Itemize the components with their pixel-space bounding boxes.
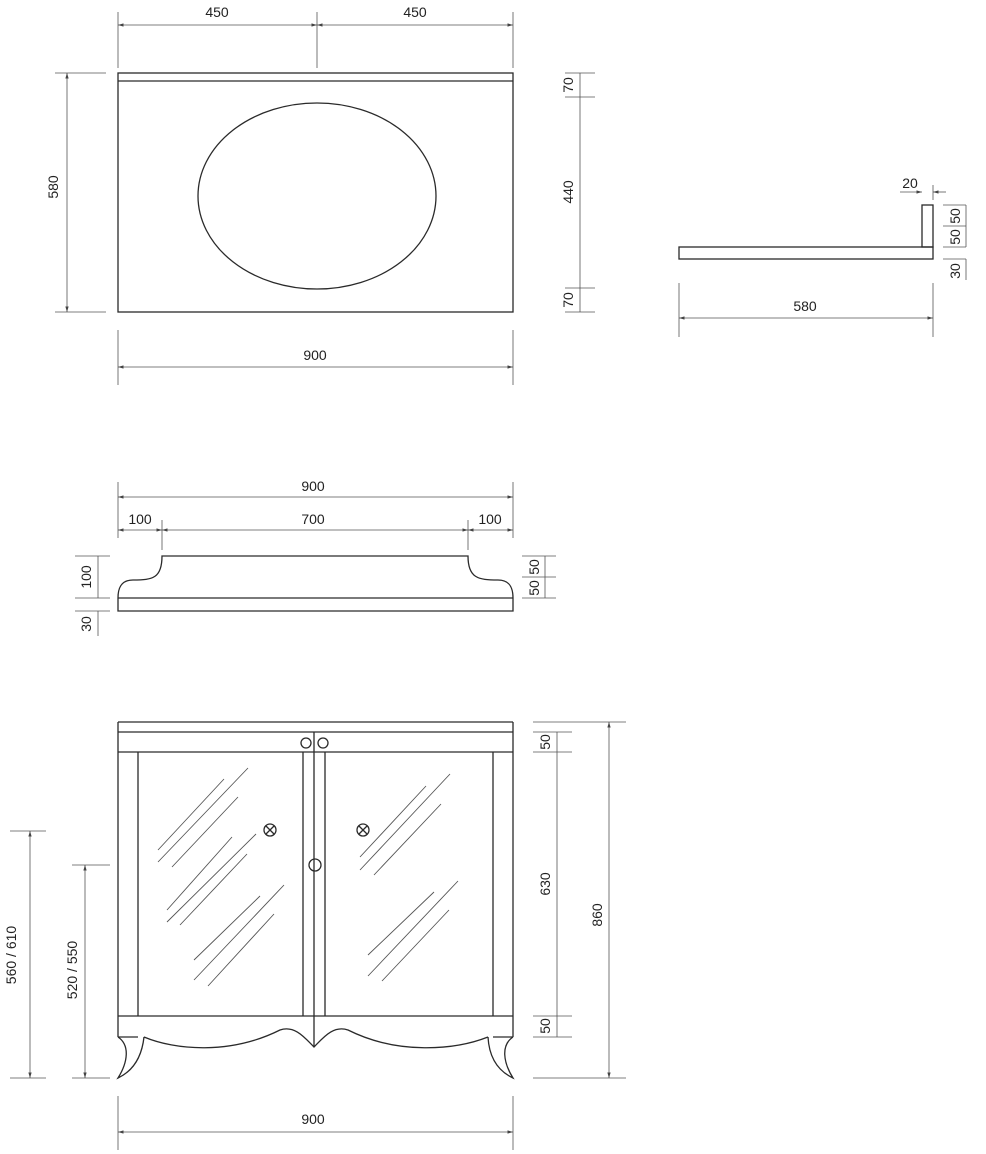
- dim-label: 30: [947, 263, 963, 279]
- dim-label: 70: [560, 77, 576, 93]
- door-knob: [308, 858, 322, 872]
- dimension-total-width: 900: [117, 330, 514, 385]
- dim-label: 20: [902, 175, 918, 191]
- dim-label: 50: [947, 208, 963, 224]
- drawer-knob: [300, 737, 312, 749]
- dim-label: 900: [301, 478, 325, 494]
- dim-label: 580: [793, 298, 817, 314]
- dim-label: 630: [537, 872, 553, 896]
- dim-label: 440: [560, 180, 576, 204]
- dim-label: 50: [537, 734, 553, 750]
- dim-label: 50: [537, 1018, 553, 1034]
- dim-label: 100: [478, 511, 502, 527]
- dim-label: 900: [301, 1111, 325, 1127]
- dim-label: 860: [589, 903, 605, 927]
- hinge-mark-icon: [356, 823, 370, 837]
- cabinet-apron: [143, 1028, 489, 1049]
- dim-label: 50: [947, 229, 963, 245]
- hinge-mark-icon: [263, 823, 277, 837]
- cabinet-leg-left: [116, 1036, 145, 1080]
- glass-reflection-hatch: [157, 767, 459, 987]
- dim-label: 100: [128, 511, 152, 527]
- dim-label: 30: [78, 616, 94, 632]
- dim-label: 450: [205, 4, 229, 20]
- dimension-vertical-segments: 70 440 70: [560, 72, 595, 313]
- dim-label: 450: [403, 4, 427, 20]
- dim-label: 900: [303, 347, 327, 363]
- dim-label: 580: [45, 175, 61, 199]
- countertop-side-view: 20 50 50 30 580: [678, 175, 967, 337]
- dim-label: 50: [526, 559, 542, 575]
- dim-label: 560 / 610: [3, 926, 19, 985]
- dimension-depth: 580: [45, 72, 106, 313]
- dim-label: 520 / 550: [64, 941, 80, 1000]
- cabinet-leg-right: [487, 1036, 515, 1080]
- dim-label: 70: [560, 292, 576, 308]
- plinth-view: 900 100 700 100 100 30 50 50: [75, 478, 556, 636]
- drawer-knob: [317, 737, 329, 749]
- cabinet-front-view: 50 630 50 860 560 / 610 520 / 550 900: [3, 721, 626, 1150]
- dimension-width-halves: 450 450: [117, 4, 514, 68]
- dim-label: 700: [301, 511, 325, 527]
- countertop-top-view: 450 450 580 70 440 70 900: [45, 4, 595, 385]
- dim-label: 100: [78, 565, 94, 589]
- sink-basin-outline: [197, 102, 437, 290]
- dim-label: 50: [526, 580, 542, 596]
